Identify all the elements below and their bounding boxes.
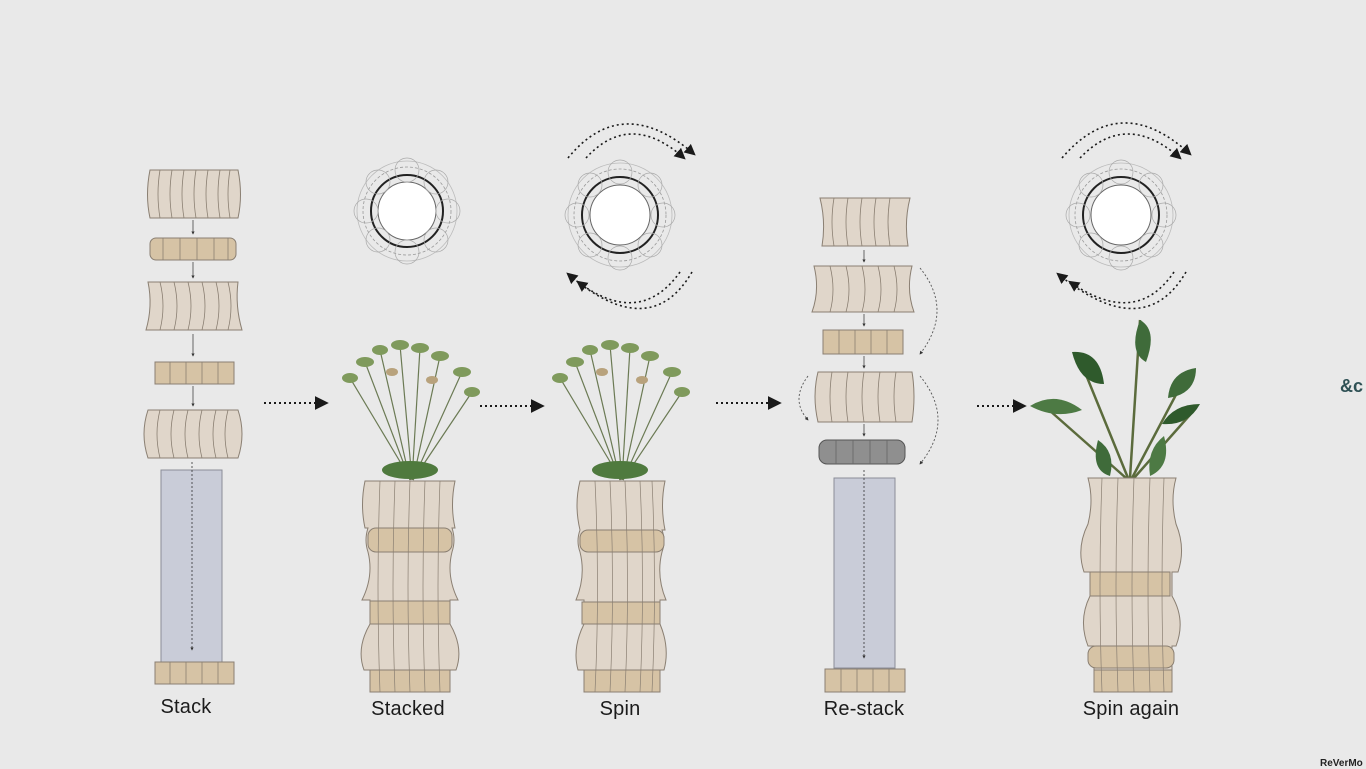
ring-tan-1 [149, 237, 237, 261]
plant-shrub-1 [342, 340, 480, 481]
stage-spin [552, 123, 696, 693]
module-restack-3 [814, 371, 915, 423]
top-view-ring-1 [353, 157, 461, 265]
rotation-arrows-1 [566, 123, 696, 310]
ring-tan-final-3 [1093, 669, 1173, 693]
stage-restack-exploded [798, 197, 939, 693]
support-pole [160, 469, 223, 663]
plant-bird-of-paradise [1030, 319, 1200, 479]
ring-tan-spun-2 [581, 601, 661, 625]
stage-label-stacked: Stacked [371, 698, 445, 720]
restack-base-ring [824, 668, 906, 693]
swap-arrows [798, 267, 939, 465]
brand-logo: &c [1340, 376, 1364, 396]
stage-label-restack: Re-stack [823, 698, 905, 720]
top-view-ring-3 [1065, 159, 1177, 271]
module-restack-2 [811, 265, 915, 313]
stage-label-stack: Stack [160, 696, 212, 718]
ring-tan-spun-1 [579, 529, 665, 553]
stage-label-spin-again: Spin again [1082, 698, 1180, 720]
rotation-arrows-2 [1056, 122, 1192, 310]
ring-tan-final-2 [1087, 645, 1175, 669]
ring-tan-stacked-1 [367, 527, 453, 553]
ring-tan-final-1 [1089, 571, 1171, 597]
flow-arrows [264, 396, 1027, 413]
top-view-ring-2 [564, 159, 676, 271]
stage-spin-again [1030, 122, 1200, 693]
ring-restack-tan [822, 329, 904, 355]
planter-spun [575, 480, 667, 693]
ring-restack-grey [818, 439, 906, 465]
planter-stacked [360, 480, 460, 693]
plant-shrub-2 [552, 340, 690, 481]
stage-stacked [342, 157, 480, 693]
ring-tan-stacked-2 [369, 600, 451, 625]
restack-support-pole [833, 477, 896, 669]
stage-stack-exploded [143, 169, 243, 685]
ring-tan-2 [154, 361, 235, 385]
stage-label-spin: Spin [599, 698, 641, 720]
module-restack-top [819, 197, 911, 247]
module-wave-mid [145, 281, 243, 331]
module-wave-bottom [143, 409, 243, 459]
base-ring [154, 661, 235, 685]
footer-brand-text: ReVerMo [1320, 758, 1363, 769]
